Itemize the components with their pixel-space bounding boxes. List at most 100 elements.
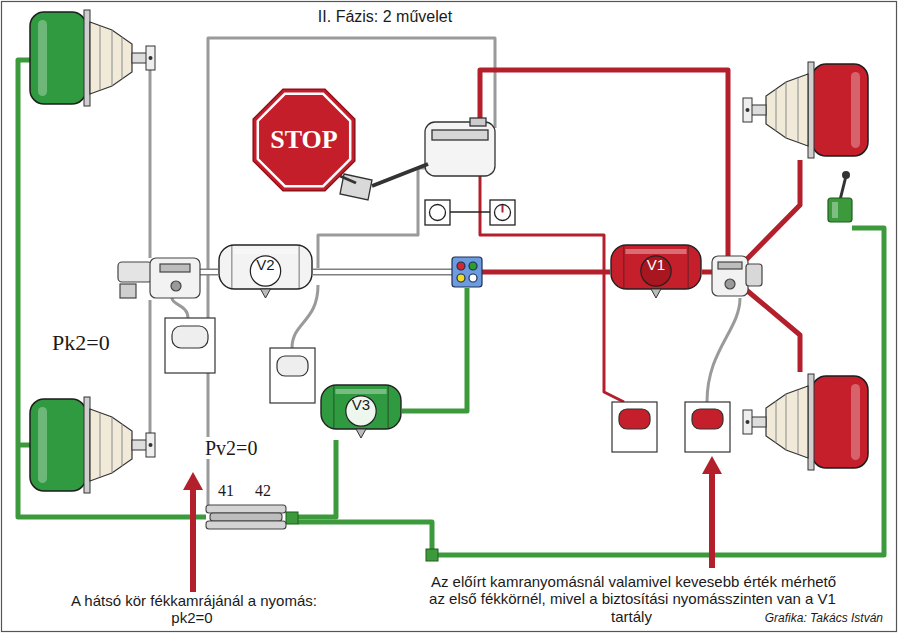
brake-valve-part — [425, 122, 495, 176]
red-pipes-part — [482, 270, 610, 275]
stop-octagon-rim — [258, 94, 350, 186]
node-label: V3 — [352, 397, 370, 414]
four-circuit-valve-part — [457, 274, 465, 282]
brake-chamber-front — [743, 62, 868, 470]
green-fittings-part — [426, 549, 438, 561]
green-fittings-part — [286, 512, 298, 524]
port-number-holder: 41 — [216, 482, 236, 500]
port-number: 42 — [253, 482, 273, 499]
rear-relay-valve-part — [160, 264, 190, 272]
tank-badge — [250, 256, 280, 286]
callout-arrows-part — [190, 486, 196, 592]
top-gauges-part — [450, 211, 490, 212]
pressure-gauges-part — [685, 402, 730, 452]
front-relay-valve-part — [725, 279, 735, 289]
four-circuit-valve — [452, 257, 482, 287]
green-fittings — [286, 512, 438, 561]
drain-valve — [356, 429, 366, 438]
top-gauges-part — [430, 205, 446, 221]
brake-valve-part — [340, 176, 356, 183]
brake-valve-part — [432, 130, 488, 140]
node-label: V1 — [647, 257, 665, 274]
credit-line-holder: Grafika: Takács István — [745, 612, 885, 626]
four-circuit-valve-part — [452, 257, 482, 287]
pressure-gauges-part — [165, 318, 215, 373]
tank-body — [321, 385, 401, 429]
node-label: V2 — [256, 257, 274, 274]
callout-arrows-part — [702, 456, 722, 474]
brake-chamber-front-part-part — [743, 62, 868, 158]
stop-sign: STOP — [248, 84, 360, 196]
tank-body — [219, 245, 312, 289]
pressure-gauges-part — [277, 356, 308, 376]
green-pipes-part — [402, 288, 467, 411]
gray-pipes-part — [292, 285, 318, 348]
diagram-title: II. Fázis: 2 művelet — [275, 8, 495, 26]
gray-pipes-part — [318, 168, 425, 268]
red-pipes-part — [744, 288, 800, 372]
red-hoses-part — [480, 160, 624, 402]
pressure-label-holder: Pk2=0 — [50, 330, 112, 355]
red-pipes-part — [480, 70, 728, 256]
pressure-gauges-part — [172, 326, 208, 348]
front-relay-valve-part — [746, 264, 762, 286]
gray-pipes-part — [149, 300, 152, 433]
double-check-valve-part — [206, 521, 286, 529]
gray-pipes-part — [172, 298, 188, 318]
pressure-gauges-part — [619, 409, 650, 429]
node-text-holder: V3 — [320, 383, 402, 427]
red-pipes-part — [744, 160, 800, 262]
top-gauges-part — [425, 200, 450, 225]
pressure-label: Pv2=0 — [203, 437, 259, 459]
green-pipes-part — [18, 443, 30, 448]
front-relay-valve-part — [712, 256, 748, 296]
double-check-valve-part — [210, 513, 282, 521]
rear-relay-valve — [118, 258, 200, 298]
port-number: 41 — [216, 482, 236, 499]
tank-seam — [232, 246, 299, 288]
tank-highlight — [335, 389, 386, 394]
gray-pipes-part — [149, 70, 152, 258]
callout-arrows — [183, 456, 722, 592]
air-tank: V2 — [218, 243, 313, 299]
credit-line: Grafika: Takács István — [763, 611, 885, 625]
double-check-valve-part — [206, 505, 286, 513]
brake-chamber-rear-part — [30, 10, 155, 106]
node-text-holder: STOP — [248, 84, 360, 196]
rear-relay-valve-part — [171, 281, 181, 291]
tank-badge — [346, 396, 376, 426]
node-text-holder: V1 — [610, 243, 702, 287]
tank-seam — [624, 246, 688, 288]
handbrake-valve — [828, 171, 852, 222]
top-gauges-part — [502, 205, 504, 213]
pressure-gauges-part — [612, 402, 657, 452]
rear-relay-valve-part — [120, 284, 136, 298]
tank-badge — [641, 256, 671, 286]
green-pipes-part — [298, 228, 884, 555]
four-circuit-valve-part — [457, 262, 465, 270]
air-tank: V1 — [610, 243, 702, 299]
top-gauges-part — [490, 200, 515, 225]
brake-chamber-rear — [30, 10, 155, 493]
brake-valve — [340, 118, 495, 200]
port-number-holder: 42 — [253, 482, 273, 500]
brake-chamber-front-part-part — [743, 374, 868, 470]
double-check-valve — [206, 505, 286, 529]
tank-body — [611, 245, 701, 289]
annotation-note-holder: A hátsó kör fékkamrájánál a nyomás: pk2=… — [63, 592, 323, 627]
tank-highlight — [233, 249, 297, 254]
brake-chamber-front-part — [743, 62, 868, 158]
annotation-note: A hátsó kör fékkamrájánál a nyomás: pk2=… — [69, 592, 317, 626]
air-tank: V3 — [320, 383, 402, 439]
stop-octagon — [253, 89, 355, 191]
handbrake-valve-part — [832, 202, 838, 218]
four-circuit-valve-part — [469, 274, 477, 282]
top-gauges-part — [495, 205, 511, 221]
handbrake-valve-part — [828, 198, 852, 222]
red-hoses — [480, 160, 624, 402]
brake-chamber-rear-part — [30, 397, 155, 493]
callout-arrows-part — [183, 472, 203, 490]
